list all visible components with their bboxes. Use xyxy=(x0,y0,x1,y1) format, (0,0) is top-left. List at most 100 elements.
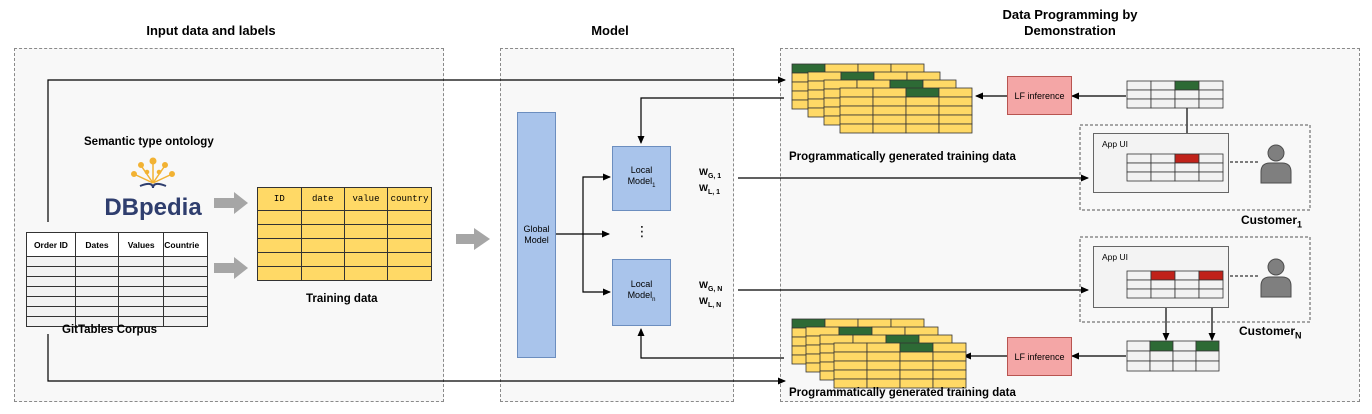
customer-n-label: CustomerN xyxy=(1239,324,1302,341)
prog-caption-top: Programmatically generated training data xyxy=(789,151,1016,163)
app-table-cell xyxy=(1174,288,1200,299)
user-icon xyxy=(1260,144,1292,184)
prog-data-table xyxy=(899,351,934,362)
labeled-table-top xyxy=(1126,80,1224,109)
prog-data-table xyxy=(833,369,868,380)
app-table-cell xyxy=(1174,279,1200,290)
app-table-cell xyxy=(1198,288,1224,299)
prog-data-table xyxy=(938,105,973,116)
local-model-1-node: Local Model1 xyxy=(612,146,671,211)
prog-data-table xyxy=(833,360,868,371)
mini-table-cell xyxy=(1172,340,1197,352)
prog-caption-bottom: Programmatically generated training data xyxy=(789,387,1016,399)
gittables-header-cell: Values xyxy=(118,232,165,257)
local-model-1-sub: 1 xyxy=(652,182,656,189)
dp-section-title: Data Programming by Demonstration xyxy=(960,7,1180,39)
local-model-n-label: Local xyxy=(630,279,653,290)
app-ui-1-table xyxy=(1126,153,1224,182)
prog-data-table xyxy=(932,342,967,353)
app-table-cell xyxy=(1150,279,1176,290)
input-section-title: Input data and labels xyxy=(146,23,276,38)
app-table-cell xyxy=(1150,288,1176,299)
prog-data-table xyxy=(932,378,967,389)
prog-data-table xyxy=(866,342,901,353)
mini-table-cell xyxy=(1126,360,1151,372)
mini-table-cell xyxy=(1174,98,1200,109)
app-table-cell xyxy=(1150,162,1176,173)
app-table-cell xyxy=(1150,153,1176,164)
gittables-header-cell: Dates xyxy=(74,232,120,257)
prog-data-table xyxy=(938,114,973,125)
mini-table-cell xyxy=(1150,80,1176,91)
app-table-cell xyxy=(1174,171,1200,182)
mini-table-cell xyxy=(1126,80,1152,91)
prog-data-table xyxy=(872,123,907,134)
gittables-caption: GitTables Corpus xyxy=(62,324,157,336)
prog-data-table xyxy=(932,360,967,371)
app-table-cell xyxy=(1198,270,1224,281)
global-model-node: Global Model xyxy=(517,112,556,358)
prog-data-table xyxy=(839,114,874,125)
prog-data-table xyxy=(839,123,874,134)
prog-data-table xyxy=(899,369,934,380)
global-model-label-1: Global xyxy=(523,224,550,234)
labeled-table-bottom xyxy=(1126,340,1220,372)
mini-table-cell xyxy=(1149,350,1174,362)
app-table-cell xyxy=(1174,162,1200,173)
prog-data-table xyxy=(938,123,973,134)
prog-data-table xyxy=(872,105,907,116)
weights-n: WG, N WL, N xyxy=(699,280,723,309)
prog-data-table xyxy=(938,87,973,98)
prog-data-stack-bottom xyxy=(791,318,967,389)
mini-table-cell xyxy=(1172,360,1197,372)
customer-1-label: Customer1 xyxy=(1241,213,1303,230)
app-ui-n-title: App UI xyxy=(1102,252,1128,262)
mini-table-cell xyxy=(1198,80,1224,91)
prog-data-table xyxy=(938,96,973,107)
prog-data-table xyxy=(905,114,940,125)
prog-data-table xyxy=(839,87,874,98)
prog-data-table xyxy=(932,369,967,380)
user-icon xyxy=(1260,258,1292,298)
prog-data-table xyxy=(866,360,901,371)
app-table-cell xyxy=(1174,270,1200,281)
mini-table-cell xyxy=(1195,340,1220,352)
app-ui-1-title: App UI xyxy=(1102,139,1128,149)
mini-table-cell xyxy=(1126,89,1152,100)
mini-table-cell xyxy=(1126,98,1152,109)
prog-data-table xyxy=(905,123,940,134)
global-model-label-2: Model xyxy=(524,235,549,245)
ontology-label: Semantic type ontology xyxy=(84,136,214,148)
lf-inference-top: LF inference xyxy=(1007,76,1072,115)
app-table-cell xyxy=(1126,279,1152,290)
mini-table-cell xyxy=(1174,89,1200,100)
dbpedia-logo-text: DBpedia xyxy=(104,194,202,221)
mini-table-cell xyxy=(1195,350,1220,362)
prog-data-table xyxy=(833,342,868,353)
lf-inference-bottom: LF inference xyxy=(1007,337,1072,376)
training-header-cell: ID xyxy=(257,187,302,211)
prog-data-stack-top xyxy=(791,63,973,134)
mini-table-cell xyxy=(1198,89,1224,100)
prog-data-table xyxy=(866,351,901,362)
mini-table-cell xyxy=(1172,350,1197,362)
app-table-cell xyxy=(1198,162,1224,173)
mini-table-cell xyxy=(1195,360,1220,372)
gittables-table: Order ID Dates Values Countrie xyxy=(26,232,208,327)
app-table-cell xyxy=(1126,162,1152,173)
app-table-cell xyxy=(1126,153,1152,164)
prog-data-table xyxy=(872,96,907,107)
prog-data-table xyxy=(872,87,907,98)
app-table-cell xyxy=(1150,171,1176,182)
model-section-title: Model xyxy=(591,23,629,38)
mini-table-cell xyxy=(1149,340,1174,352)
mini-table-cell xyxy=(1198,98,1224,109)
app-table-cell xyxy=(1126,288,1152,299)
app-table-cell xyxy=(1198,153,1224,164)
prog-data-table xyxy=(833,351,868,362)
mini-table-cell xyxy=(1150,98,1176,109)
prog-data-table xyxy=(866,369,901,380)
training-header-cell: date xyxy=(300,187,345,211)
gittables-header-cell: Order ID xyxy=(26,232,76,257)
mini-table-cell xyxy=(1150,89,1176,100)
